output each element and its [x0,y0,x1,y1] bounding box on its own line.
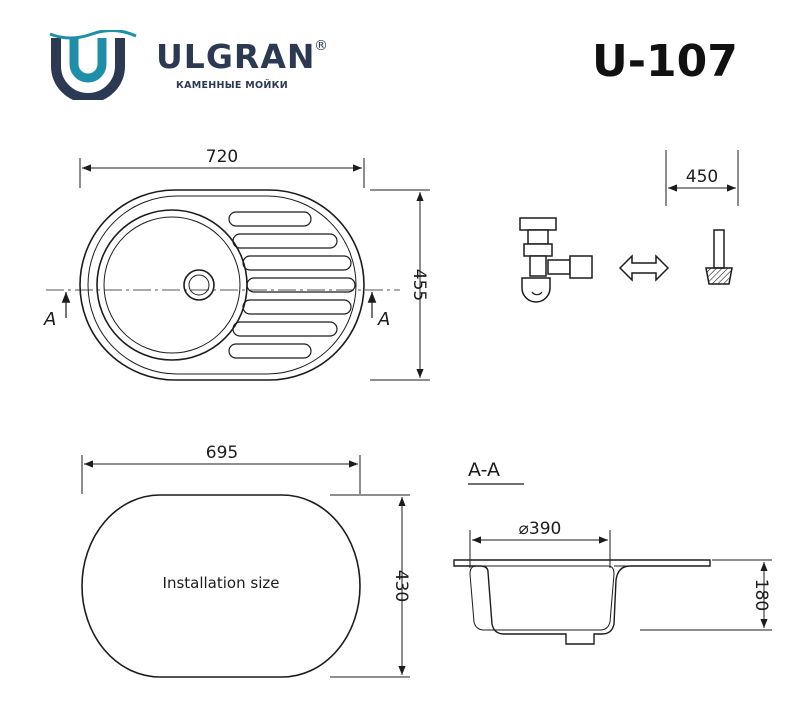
drain-hole-outer [183,269,215,301]
registered-mark: ® [314,38,328,54]
svg-text:720: 720 [206,147,238,167]
groove [232,321,338,337]
drain-hole-inner [188,274,210,296]
svg-text:⌀390: ⌀390 [519,519,562,539]
brand-name: ULGRAN [156,37,316,76]
model-title: U-107 [592,36,738,87]
section-profile [453,559,711,645]
ulgran-logo-icon [49,30,137,100]
dim-height-455: 455 [370,189,430,381]
sink-outline [79,189,365,381]
sink-rim [87,195,357,375]
dim-width-695: 695 [81,443,361,494]
dim-width-720: 720 [79,147,365,188]
sink-top-view [46,189,400,381]
svg-text:A: A [43,309,56,330]
dim-bowl-390: ⌀390 [469,519,611,568]
svg-text:430: 430 [391,570,411,602]
svg-text:450: 450 [686,167,718,187]
groove [246,277,356,293]
svg-text:695: 695 [206,443,238,463]
drainer-grooves [228,211,356,359]
cutout-outline [81,494,361,678]
svg-text:455: 455 [409,269,429,301]
double-arrow-icon [618,254,670,282]
groove [232,233,338,249]
installation-size-label: Installation size [163,574,280,592]
svg-text:A: A [377,309,390,330]
drain-pipe-icon [705,229,733,285]
groove [242,299,352,315]
section-marker-left: A [43,292,71,330]
bowl-inner [103,216,241,354]
dim-cabinet-450: 450 [665,150,739,206]
dim-height-430: 430 [330,494,411,678]
section-marker-right: A [367,292,390,330]
cutout-view: Installation size [81,494,361,678]
groove [242,255,352,271]
section-title: A-A [468,459,524,485]
svg-text:180: 180 [751,579,771,611]
svg-text:A-A: A-A [468,459,500,481]
bowl-outer [96,209,248,361]
siphon-icon [519,217,593,303]
groove [228,211,312,227]
brand-tagline: КАМЕННЫЕ МОЙКИ [176,80,288,91]
groove [228,343,312,359]
dim-depth-180: 180 [640,559,772,631]
